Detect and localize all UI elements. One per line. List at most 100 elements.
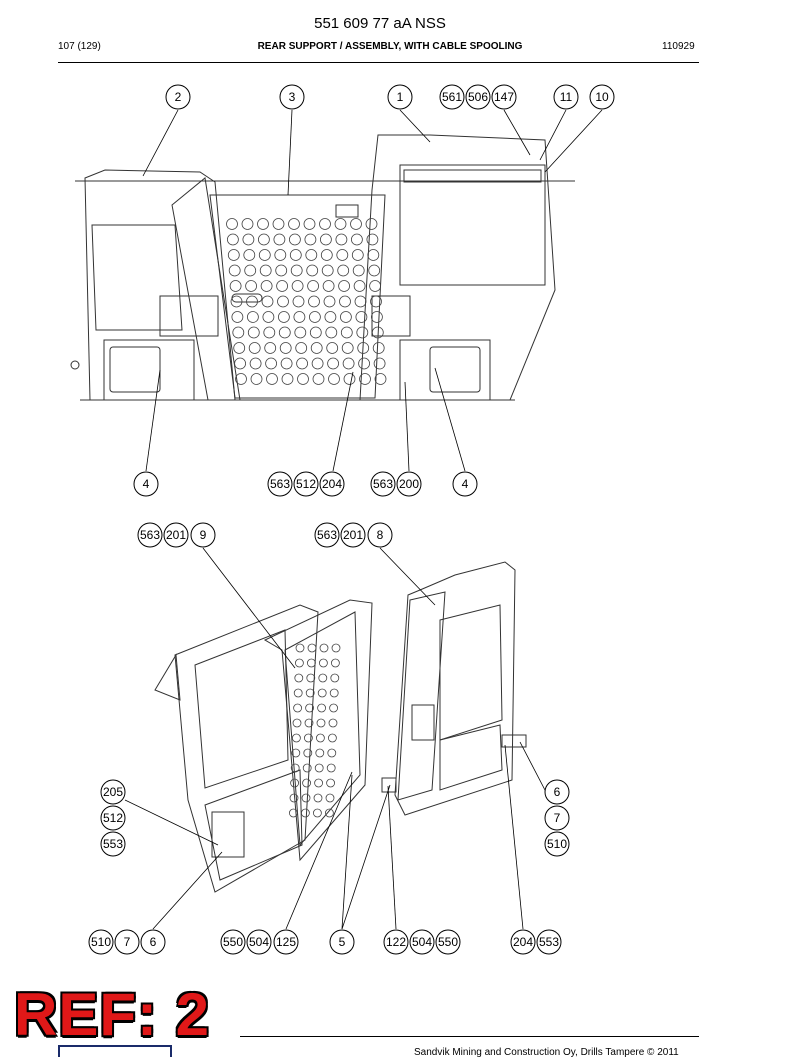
perforation-hole (294, 326, 307, 339)
perforation-hole (322, 280, 335, 292)
perforation-hole (291, 280, 304, 292)
perforation-hole (243, 249, 256, 261)
perforation-hole (370, 295, 382, 308)
callout-label: 200 (399, 477, 419, 491)
perforation-hole (319, 218, 331, 230)
page-number: 107 (129) (58, 41, 101, 52)
callout-label: 4 (143, 477, 150, 491)
perforation-hole (241, 218, 254, 230)
perforation-hole (356, 326, 369, 339)
perforation-hole (314, 778, 324, 788)
perforation-hole (367, 249, 380, 261)
callout-label: 3 (289, 90, 296, 104)
perforation-hole (293, 311, 306, 323)
leader-lines (124, 109, 603, 930)
perforation-hole (311, 357, 324, 370)
perforation-hole (303, 218, 316, 230)
perforation-hole (266, 373, 278, 385)
callout-label: 122 (386, 935, 406, 949)
callout: 204 (319, 471, 345, 497)
perforation-hole (248, 342, 261, 354)
callout: 10 (589, 84, 615, 110)
callout-label: 204 (322, 477, 342, 491)
perforation-hole (317, 703, 327, 713)
perforation-hole (304, 718, 314, 728)
perforation-hole (308, 295, 320, 308)
callout: 553 (536, 929, 562, 955)
callout: 550 (435, 929, 461, 955)
callout: 201 (340, 522, 366, 548)
perforation-hole (339, 311, 352, 323)
perforation-hole (277, 295, 289, 308)
callout: 122 (383, 929, 409, 955)
perforation-hole (327, 733, 337, 743)
perforation-hole (317, 688, 327, 698)
callout: 201 (163, 522, 189, 548)
perforation-hole (246, 311, 259, 323)
perforation-hole (281, 373, 294, 385)
perforation-hole (342, 357, 355, 370)
perforation-hole (300, 808, 310, 818)
reference-stamp: REF: 2 (14, 981, 211, 1048)
perforation-hole (242, 233, 255, 246)
perforation-hole (292, 718, 302, 728)
perforation-hole (329, 688, 339, 698)
callout: 2 (165, 84, 191, 110)
callout-group-top-row: 2 3 1 561 506 147 11 10 (165, 84, 615, 110)
callout: 504 (246, 929, 272, 955)
perforation-hole (365, 218, 378, 230)
perforation-grid-bottom (288, 643, 341, 818)
perforation-hole (259, 264, 272, 277)
callout-label: 201 (166, 528, 186, 542)
company-logo (58, 1045, 172, 1057)
perforation-hole (288, 808, 298, 818)
callout-group-side-stacks: 205 512 553 6 7 510 (100, 779, 570, 857)
perforation-hole (328, 373, 340, 385)
perforation-hole (308, 311, 321, 323)
lower-right-illustration (381, 561, 527, 816)
perforation-hole (369, 280, 382, 292)
perforation-hole (324, 311, 337, 323)
perforation-hole (337, 264, 350, 277)
perforation-hole (277, 311, 290, 323)
callout: 3 (279, 84, 305, 110)
perforation-hole (233, 342, 246, 354)
perforation-hole (305, 703, 315, 713)
perforation-hole (257, 233, 270, 246)
perforation-hole (355, 311, 368, 323)
callout-label: 512 (296, 477, 316, 491)
perforation-hole (257, 218, 269, 230)
perforation-hole (326, 763, 336, 773)
perforation-hole (336, 249, 349, 261)
perforation-grid-top (226, 218, 387, 385)
perforation-hole (320, 249, 333, 261)
callout-group-lower-top: 563 201 9 563 201 8 (137, 522, 393, 548)
footer-rule (240, 1036, 699, 1037)
perforation-hole (350, 218, 362, 230)
perforation-hole (303, 748, 313, 758)
perforation-hole (231, 311, 244, 323)
perforation-hole (226, 233, 239, 246)
perforation-hole (229, 280, 242, 292)
perforation-hole (319, 233, 332, 246)
callout-group-bottom-row: 510 7 6 550 504 125 5 122 504 550 204 55… (88, 929, 562, 955)
perforation-hole (358, 357, 371, 370)
perforation-hole (340, 326, 353, 339)
perforation-hole (310, 342, 323, 354)
perforation-hole (260, 280, 273, 292)
perforation-hole (263, 326, 276, 339)
perforation-hole (275, 264, 288, 277)
callout-label: 11 (560, 90, 573, 104)
callout: 200 (396, 471, 422, 497)
callout-label: 204 (513, 935, 533, 949)
perforation-hole (250, 373, 263, 385)
perforation-hole (303, 733, 313, 743)
perforation-hole (316, 718, 326, 728)
callout-label: 563 (317, 528, 337, 542)
perforation-hole (293, 688, 303, 698)
callout-label: 563 (140, 528, 160, 542)
callout: 563 (267, 471, 293, 497)
callout: 561 (439, 84, 465, 110)
perforation-hole (249, 357, 262, 370)
